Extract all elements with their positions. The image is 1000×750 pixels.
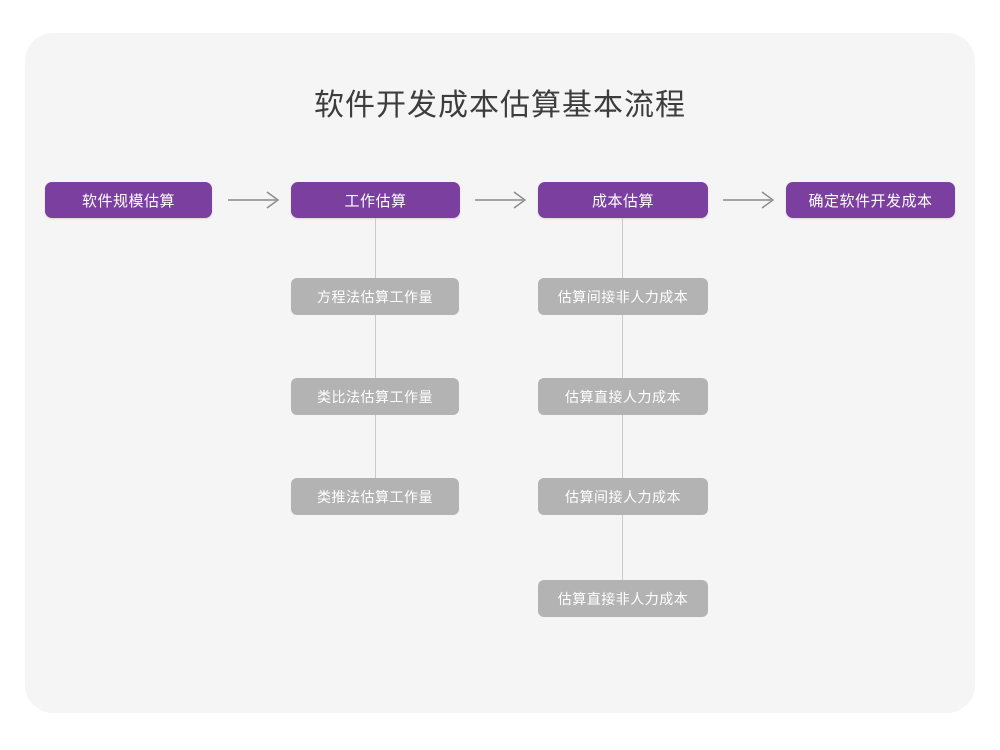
stage-label: 工作估算 (344, 192, 407, 210)
flow-arrow-icon (473, 188, 529, 212)
arrow-right-icon (475, 191, 527, 209)
diagram-card (25, 33, 975, 713)
flow-arrow-icon (226, 188, 282, 212)
stage-label: 成本估算 (591, 192, 654, 210)
substep-box[interactable]: 方程法估算工作量 (291, 278, 459, 315)
substep-label: 估算间接人力成本 (565, 488, 681, 505)
substep-label: 方程法估算工作量 (317, 288, 433, 305)
substep-box[interactable]: 估算间接非人力成本 (538, 278, 708, 315)
substep-label: 类比法估算工作量 (317, 388, 433, 405)
substep-box[interactable]: 估算直接非人力成本 (538, 580, 708, 617)
stage-box-cost-estimation[interactable]: 成本估算 (538, 182, 708, 218)
substep-box[interactable]: 估算直接人力成本 (538, 378, 708, 415)
stage-label: 确定软件开发成本 (808, 192, 933, 210)
stage-box-software-size-estimation[interactable]: 软件规模估算 (45, 182, 212, 218)
substep-label: 估算直接人力成本 (565, 388, 681, 405)
page-title: 软件开发成本估算基本流程 (314, 89, 686, 122)
substep-box[interactable]: 估算间接人力成本 (538, 478, 708, 515)
flow-arrow-icon (721, 188, 777, 212)
stage-box-final-cost[interactable]: 确定软件开发成本 (786, 182, 955, 218)
stage-label: 软件规模估算 (81, 192, 175, 210)
substep-label: 类推法估算工作量 (317, 488, 433, 505)
substep-box[interactable]: 类推法估算工作量 (291, 478, 459, 515)
arrow-right-icon (723, 191, 775, 209)
arrow-right-icon (228, 191, 280, 209)
substep-label: 估算间接非人力成本 (557, 288, 689, 305)
substep-box[interactable]: 类比法估算工作量 (291, 378, 459, 415)
branch-connector-line (375, 218, 376, 480)
substep-label: 估算直接非人力成本 (557, 590, 689, 607)
stage-box-effort-estimation[interactable]: 工作估算 (291, 182, 460, 218)
